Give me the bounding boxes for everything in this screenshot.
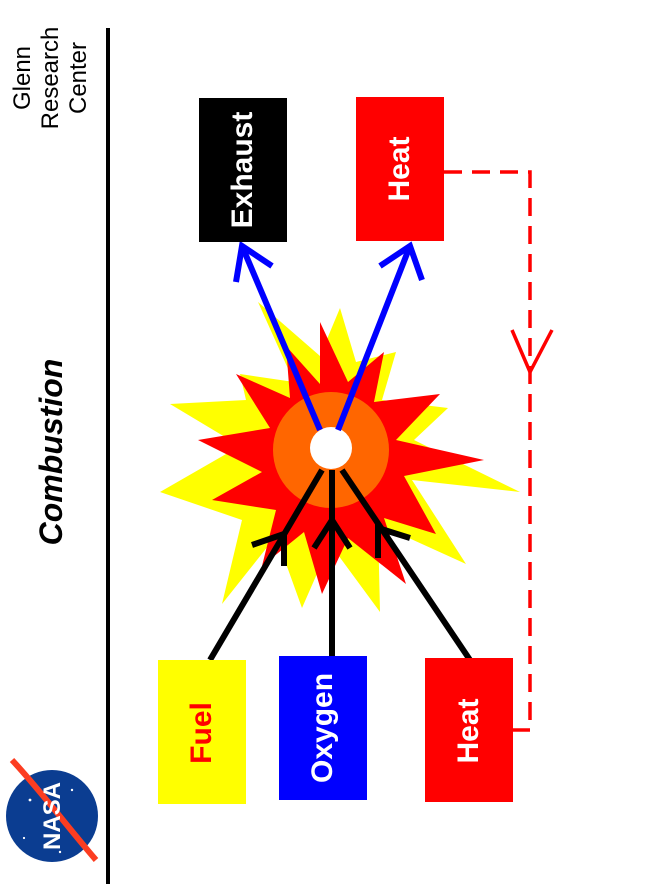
input-arrows xyxy=(207,468,473,662)
exhaust-arrowhead xyxy=(233,240,274,283)
feedback-line xyxy=(444,170,532,732)
heat-output-arrow xyxy=(335,244,413,432)
org-label: Glenn Research Center xyxy=(9,27,92,130)
org-line-3: Center xyxy=(65,42,92,114)
heat-output-box: Heat xyxy=(356,97,444,241)
exhaust-box: Exhaust xyxy=(199,98,287,242)
fuel-arrowhead xyxy=(251,529,287,566)
fuel-box: Fuel xyxy=(158,660,246,804)
exhaust-label: Exhaust xyxy=(226,112,259,229)
burst-center xyxy=(310,427,352,469)
oxygen-box: Oxygen xyxy=(279,656,367,800)
heat-input-box: Heat xyxy=(425,658,513,802)
feedback-arrowhead xyxy=(510,329,554,377)
heat-input-arrow xyxy=(339,468,473,662)
combustion-burst xyxy=(160,302,520,612)
diagram-title: Combustion xyxy=(33,359,69,546)
fuel-label: Fuel xyxy=(185,702,218,764)
org-line-2: Research xyxy=(37,27,64,130)
heat-input-label: Heat xyxy=(452,698,485,763)
org-line-1: Glenn xyxy=(9,46,36,110)
feedback-loop xyxy=(444,170,554,732)
heat-input-arrowhead xyxy=(375,523,411,558)
exhaust-arrow xyxy=(239,244,323,432)
heat-output-label: Heat xyxy=(383,136,416,201)
fuel-arrow xyxy=(207,468,325,662)
nasa-logo-text: NASA xyxy=(39,782,66,850)
oxygen-label: Oxygen xyxy=(306,673,339,783)
oxygen-arrowhead xyxy=(311,514,353,550)
heat-output-arrowhead xyxy=(378,241,425,281)
output-arrows xyxy=(233,240,425,432)
nasa-logo: NASA xyxy=(6,757,99,862)
